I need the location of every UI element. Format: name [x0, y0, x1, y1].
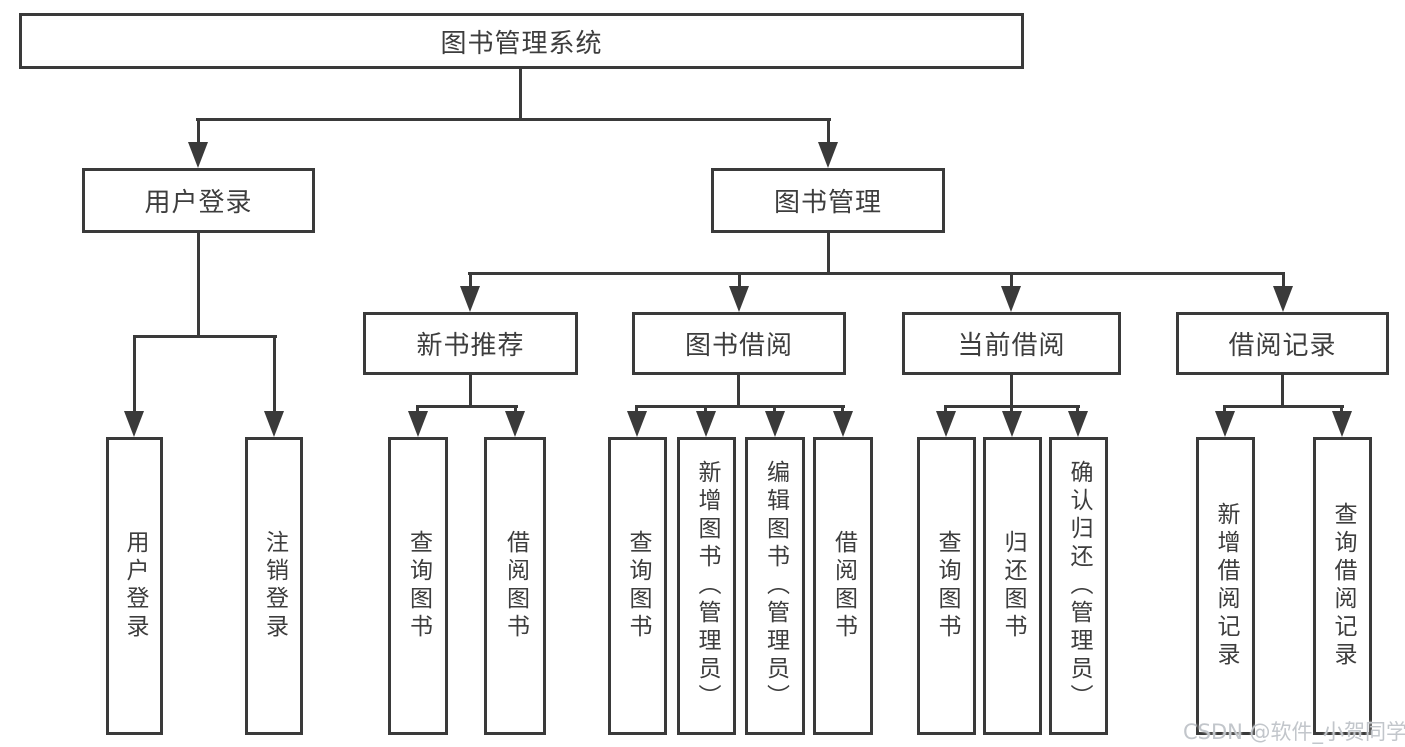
- connector-records-vline: [1281, 375, 1284, 408]
- connector-root-hline: [196, 118, 831, 121]
- connector-root-vline: [519, 69, 522, 121]
- leaf-current-return-books: 归还图书: [983, 437, 1042, 735]
- leaf-records-add-record-label: 新增借阅记录: [1213, 502, 1239, 670]
- arrow-down-icon: [833, 411, 853, 437]
- connector-stem: [1223, 405, 1226, 414]
- connector-stem: [704, 405, 707, 414]
- leaf-current-query-books: 查询图书: [917, 437, 976, 735]
- leaf-newbook-borrow-books-label: 借阅图书: [502, 530, 529, 642]
- connector-newbook-hline: [416, 405, 518, 408]
- connector-bookborrow-vline: [737, 375, 740, 408]
- node-user-login: 用户登录: [82, 168, 315, 233]
- leaf-newbook-borrow-books: 借阅图书: [484, 437, 546, 735]
- leaf-current-confirm-return-label: 确认归还（管理员）: [1066, 460, 1092, 712]
- leaf-user-login-label: 用户登录: [122, 530, 148, 642]
- connector-stem: [773, 405, 776, 414]
- arrow-down-icon: [696, 411, 716, 437]
- connector-stem: [416, 405, 419, 414]
- connector-bookmgmt-hline: [468, 272, 1285, 275]
- leaf-records-add-record: 新增借阅记录: [1196, 437, 1255, 735]
- connector-stem: [841, 405, 844, 414]
- leaf-logout: 注销登录: [245, 437, 303, 735]
- connector-stem: [1340, 405, 1343, 414]
- arrow-down-icon: [729, 286, 749, 312]
- leaf-user-login: 用户登录: [106, 437, 163, 735]
- arrow-down-icon: [627, 411, 647, 437]
- leaf-newbook-query-books: 查询图书: [388, 437, 448, 735]
- node-book-borrow-label: 图书借阅: [684, 331, 793, 361]
- leaf-logout-label: 注销登录: [261, 530, 288, 642]
- leaf-borrow-borrow-books-label: 借阅图书: [830, 530, 857, 642]
- connector-stem: [827, 118, 830, 145]
- arrow-down-icon: [505, 411, 525, 437]
- node-book-management-label: 图书管理: [773, 188, 882, 218]
- leaf-borrow-borrow-books: 借阅图书: [813, 437, 873, 735]
- leaf-current-return-books-label: 归还图书: [1000, 530, 1026, 642]
- node-library-system: 图书管理系统: [19, 13, 1024, 69]
- arrow-down-icon: [124, 411, 144, 437]
- connector-stem: [1076, 405, 1079, 414]
- arrow-down-icon: [1001, 286, 1021, 312]
- node-new-book-recommend-label: 新书推荐: [416, 331, 525, 361]
- node-book-management: 图书管理: [711, 168, 945, 233]
- connector-bookmgmt-vline: [827, 233, 830, 275]
- connector-stem: [273, 335, 276, 414]
- leaf-borrow-query-books-label: 查询图书: [625, 530, 651, 642]
- node-user-login-label: 用户登录: [144, 188, 253, 218]
- connector-stem: [133, 335, 136, 414]
- arrow-down-icon: [1068, 411, 1088, 437]
- arrow-down-icon: [1002, 411, 1022, 437]
- connector-stem: [514, 405, 517, 414]
- connector-records-hline: [1223, 405, 1344, 408]
- leaf-borrow-edit-books: 编辑图书（管理员）: [745, 437, 805, 735]
- leaf-borrow-query-books: 查询图书: [608, 437, 667, 735]
- connector-stem: [1010, 272, 1013, 289]
- leaf-borrow-add-books-label: 新增图书（管理员）: [694, 460, 720, 712]
- connector-currentborrow-vline: [1010, 375, 1013, 408]
- arrow-down-icon: [1332, 411, 1352, 437]
- node-current-borrow: 当前借阅: [902, 312, 1121, 375]
- arrow-down-icon: [408, 411, 428, 437]
- connector-stem: [1282, 272, 1285, 289]
- node-library-system-label: 图书管理系统: [440, 28, 603, 59]
- arrow-down-icon: [818, 142, 838, 168]
- node-new-book-recommend: 新书推荐: [363, 312, 578, 375]
- arrow-down-icon: [936, 411, 956, 437]
- connector-stem: [469, 272, 472, 289]
- connector-stem: [738, 272, 741, 289]
- arrow-down-icon: [460, 286, 480, 312]
- arrow-down-icon: [1273, 286, 1293, 312]
- connector-userlogin-vline: [197, 233, 200, 338]
- connector-stem: [944, 405, 947, 414]
- node-current-borrow-label: 当前借阅: [957, 331, 1066, 361]
- arrow-down-icon: [1215, 411, 1235, 437]
- connector-stem: [635, 405, 638, 414]
- node-borrow-records-label: 借阅记录: [1228, 331, 1337, 361]
- leaf-borrow-edit-books-label: 编辑图书（管理员）: [762, 460, 789, 712]
- leaf-newbook-query-books-label: 查询图书: [405, 530, 432, 642]
- leaf-current-confirm-return: 确认归还（管理员）: [1049, 437, 1108, 735]
- node-borrow-records: 借阅记录: [1176, 312, 1389, 375]
- arrow-down-icon: [264, 411, 284, 437]
- connector-userlogin-hline: [133, 335, 277, 338]
- connector-newbook-vline: [469, 375, 472, 408]
- leaf-records-query-record-label: 查询借阅记录: [1330, 502, 1356, 670]
- leaf-records-query-record: 查询借阅记录: [1313, 437, 1372, 735]
- arrow-down-icon: [188, 142, 208, 168]
- connector-stem: [197, 118, 200, 145]
- connector-bookborrow-hline: [635, 405, 845, 408]
- node-book-borrow: 图书借阅: [632, 312, 846, 375]
- arrow-down-icon: [765, 411, 785, 437]
- connector-stem: [1010, 405, 1013, 414]
- leaf-borrow-add-books: 新增图书（管理员）: [677, 437, 736, 735]
- leaf-current-query-books-label: 查询图书: [934, 530, 960, 642]
- watermark-csdn: CSDN @软件_小贺同学: [1183, 720, 1405, 744]
